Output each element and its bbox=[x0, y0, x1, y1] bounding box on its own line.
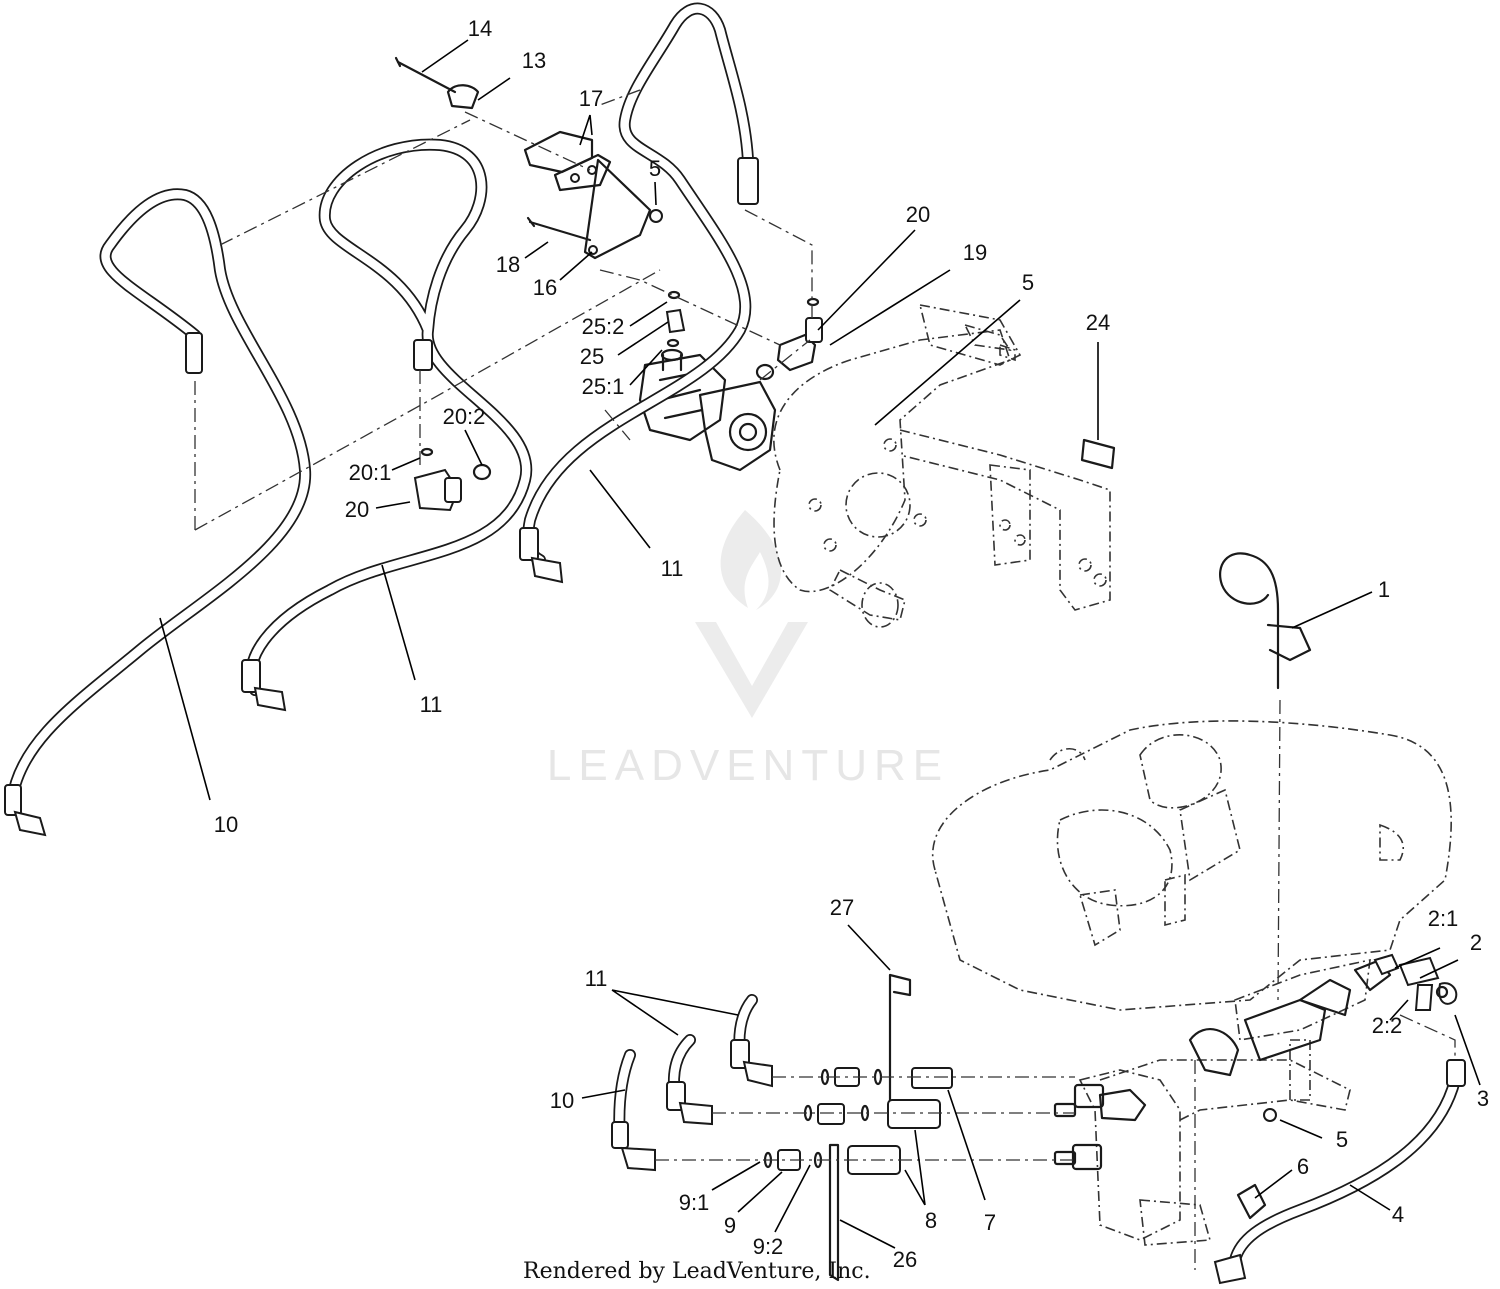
elbow-fitting-lower bbox=[413, 447, 492, 512]
clamp-bracket bbox=[394, 56, 663, 260]
callout-20-1: 20:1 bbox=[349, 460, 392, 485]
callout-18: 18 bbox=[496, 252, 520, 277]
hose-10-upper bbox=[4, 188, 312, 837]
callout-13: 13 bbox=[522, 48, 546, 73]
hose-11-lower-b bbox=[730, 994, 773, 1088]
callout-1: 1 bbox=[1378, 577, 1390, 602]
watermark-flame-icon bbox=[720, 510, 782, 610]
callout-8: 8 bbox=[925, 1208, 937, 1233]
lower-center-lines bbox=[655, 1014, 1456, 1270]
callout-26: 26 bbox=[893, 1247, 917, 1272]
callout-7: 7 bbox=[984, 1210, 996, 1235]
coupler-row-middle bbox=[803, 1099, 941, 1129]
callout-25: 25 bbox=[580, 344, 604, 369]
callout-27: 27 bbox=[830, 895, 854, 920]
callout-25-1: 25:1 bbox=[582, 374, 625, 399]
upper-center-lines bbox=[194, 89, 813, 531]
coupler-row-top bbox=[820, 1067, 953, 1089]
watermark-text: LEADVENTURE bbox=[547, 741, 949, 790]
callout-3: 3 bbox=[1477, 1086, 1489, 1111]
callout-11-lower: 11 bbox=[585, 966, 608, 991]
hose-11-lower-a bbox=[666, 1034, 713, 1126]
nut-5-lower bbox=[1263, 1108, 1277, 1122]
callout-24: 24 bbox=[1086, 310, 1110, 335]
elbow-fitting-upper bbox=[755, 297, 823, 381]
callout-2-2: 2:2 bbox=[1372, 1013, 1403, 1038]
watermark: LEADVENTURE bbox=[547, 510, 949, 790]
callout-20-lower: 20 bbox=[345, 497, 369, 522]
hydraulic-pump bbox=[638, 348, 777, 472]
callout-20-upper: 20 bbox=[906, 202, 930, 227]
callout-5-frame: 5 bbox=[1022, 270, 1034, 295]
callout-25-2: 25:2 bbox=[582, 314, 625, 339]
engine-fittings bbox=[1053, 958, 1392, 1171]
watermark-v-icon bbox=[695, 622, 808, 718]
hose-11-middle bbox=[241, 138, 533, 712]
callout-9-1: 9:1 bbox=[679, 1190, 710, 1215]
callout-14: 14 bbox=[468, 16, 492, 41]
callout-6: 6 bbox=[1297, 1154, 1309, 1179]
callout-20-2: 20:2 bbox=[443, 404, 486, 429]
callout-10-lower: 10 bbox=[550, 1088, 574, 1113]
callout-17: 17 bbox=[579, 86, 603, 111]
hose-11-right bbox=[519, 2, 759, 584]
callout-11-middle: 11 bbox=[420, 692, 443, 717]
dipstick bbox=[1219, 552, 1312, 1001]
callouts: 14 13 17 5 18 16 20 19 5 24 25:2 25 25:1… bbox=[214, 16, 1489, 1272]
hose-4 bbox=[1213, 1059, 1466, 1285]
callout-2-1: 2:1 bbox=[1428, 906, 1459, 931]
cap-6 bbox=[1236, 1183, 1267, 1220]
callout-9: 9 bbox=[724, 1213, 736, 1238]
callout-2: 2 bbox=[1470, 930, 1482, 955]
callout-16: 16 bbox=[533, 275, 557, 300]
callout-4: 4 bbox=[1392, 1202, 1404, 1227]
engine-assembly bbox=[932, 720, 1452, 1246]
frame-assembly bbox=[773, 303, 1111, 628]
decal-24 bbox=[1080, 438, 1116, 470]
plate-27 bbox=[888, 973, 912, 1102]
leader-lines bbox=[159, 39, 1481, 1249]
callout-5-lower: 5 bbox=[1336, 1127, 1348, 1152]
callout-5-top: 5 bbox=[649, 156, 661, 181]
plate-26 bbox=[828, 1143, 840, 1282]
adapter-fitting-25 bbox=[665, 290, 686, 348]
callout-11-right: 11 bbox=[661, 556, 684, 581]
render-credit: Rendered by LeadVenture, Inc. bbox=[523, 1259, 871, 1284]
callout-10-upper: 10 bbox=[214, 812, 238, 837]
fitting-group-2-3 bbox=[1373, 953, 1458, 1011]
hose-10-lower bbox=[611, 1049, 656, 1172]
callout-9-2: 9:2 bbox=[753, 1234, 784, 1259]
callout-19: 19 bbox=[963, 240, 987, 265]
